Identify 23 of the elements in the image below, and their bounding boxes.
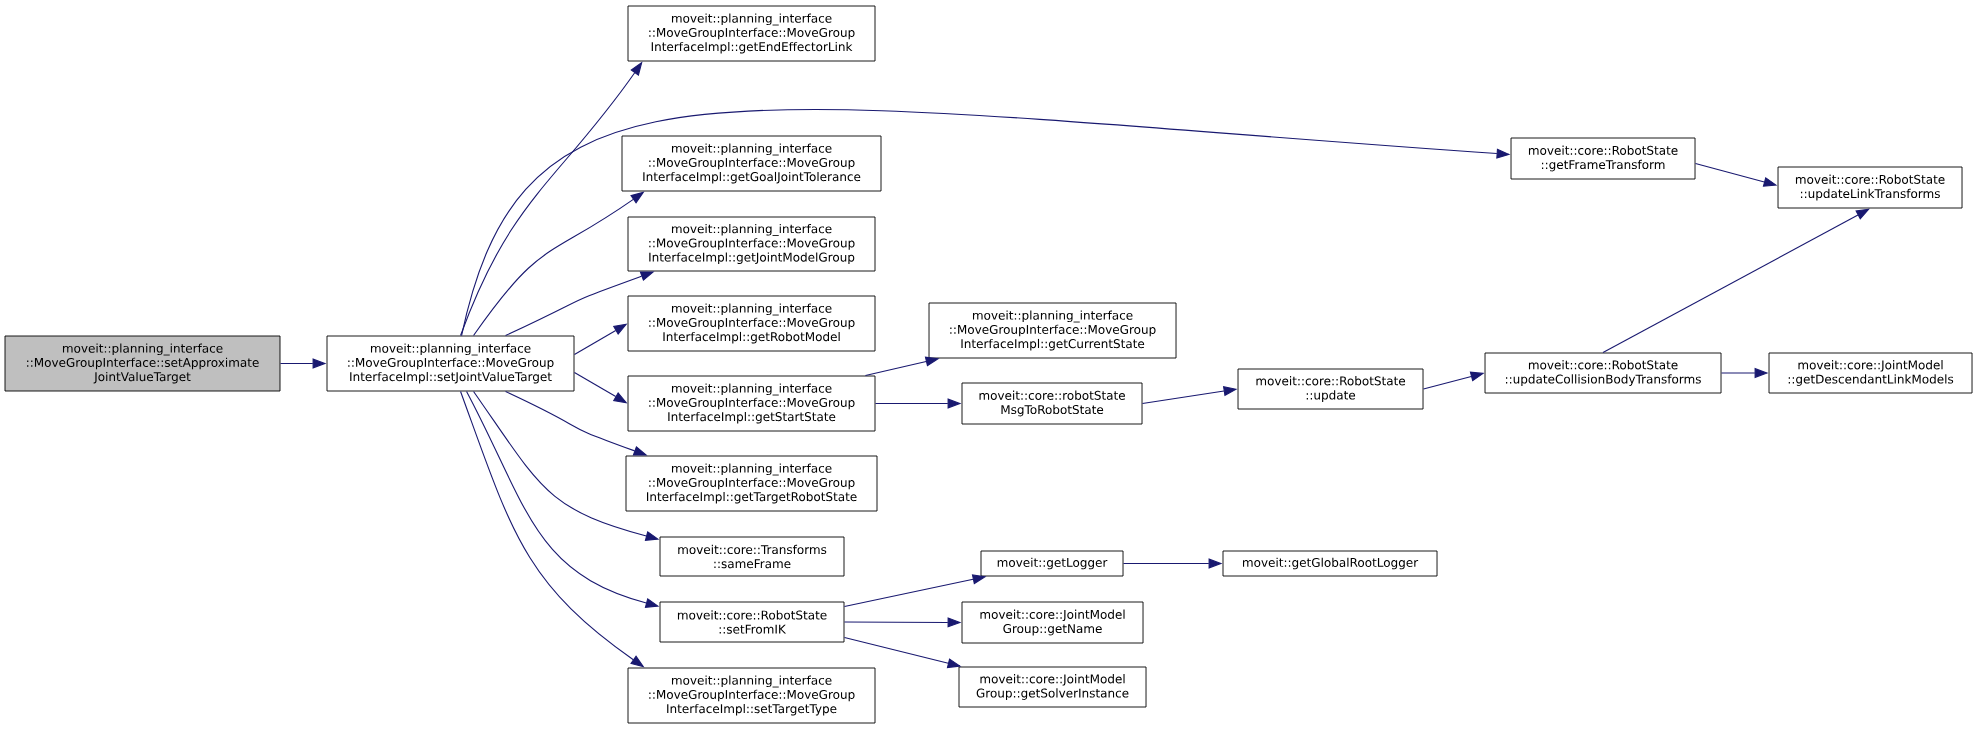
function-box: moveit::planning_interface ::MoveGroupInterface::MoveGroup InterfaceImpl::setJointValueTarget [326,335,575,392]
function-box: moveit::planning_interface ::MoveGroupInterface::MoveGroup InterfaceImpl::getStartState [627,375,876,432]
function-box: moveit::planning_interface ::MoveGroupInterface::MoveGroup InterfaceImpl::getEndEffectorLink [627,5,876,62]
function-box: moveit::planning_interface ::MoveGroupInterface::MoveGroup InterfaceImpl::getTargetRobotState [625,455,878,512]
function-box: moveit::core::Transforms ::sameFrame [659,536,845,577]
function-box: moveit::core::RobotState ::update [1237,368,1424,410]
function-box: moveit::core::RobotState ::updateLinkTransforms [1777,166,1963,209]
function-box: moveit::planning_interface ::MoveGroupInterface::setApproximate JointValueTarget [4,335,281,392]
function-box: moveit::planning_interface ::MoveGroupInterface::MoveGroup InterfaceImpl::getRobotModel [627,295,876,352]
function-box: moveit::planning_interface ::MoveGroupInterface::MoveGroup InterfaceImpl::getJointModelGroup [627,216,876,272]
function-box: moveit::core::JointModel ::getDescendantLinkModels [1768,352,1973,394]
function-box: moveit::planning_interface ::MoveGroupInterface::MoveGroup InterfaceImpl::setTargetType [627,667,876,724]
function-box: moveit::getGlobalRootLogger [1222,550,1438,577]
function-box: moveit::planning_interface ::MoveGroupInterface::MoveGroup InterfaceImpl::getGoalJointTolerance [621,135,882,192]
function-box: moveit::getLogger [980,550,1124,577]
arrow [1602,208,1870,354]
function-box: moveit::core::JointModel Group::getName [961,601,1144,644]
function-box: moveit::core::RobotState ::getFrameTransform [1510,137,1696,180]
function-box: moveit::core::RobotState ::updateCollisionBodyTransforms [1484,352,1722,394]
function-box: moveit::core::robotState MsgToRobotState [961,382,1143,425]
function-box: moveit::core::JointModel Group::getSolverInstance [958,666,1147,708]
function-box: moveit::planning_interface ::MoveGroupInterface::MoveGroup InterfaceImpl::getCurrentState [928,302,1177,359]
function-box: moveit::core::RobotState ::setFromIK [659,601,845,643]
